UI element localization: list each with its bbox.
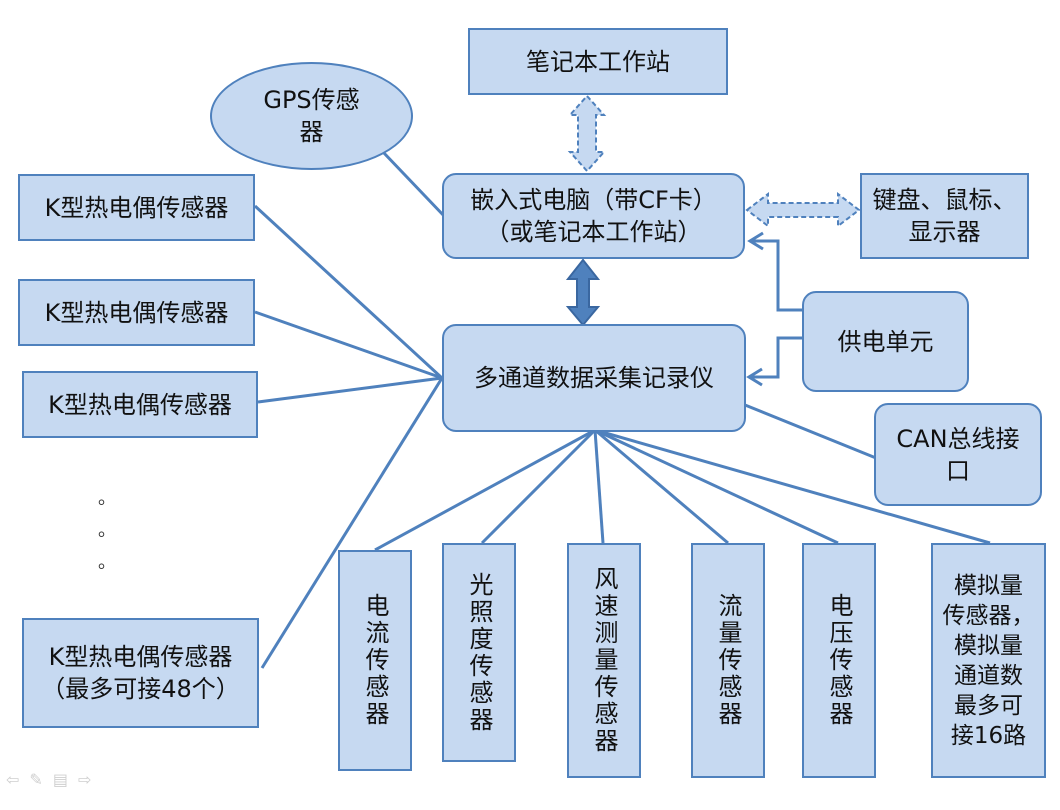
k-sensor-2-box: K型热电偶传感器 xyxy=(18,279,255,346)
workstation-box: 笔记本工作站 xyxy=(468,28,728,95)
can-bus-label: CAN总线接 口 xyxy=(896,424,1020,485)
analog-sensor-box: 模拟量 传感器， 模拟量 通道数 最多可 接16路 xyxy=(931,543,1046,778)
flow-sensor-label: 流量传感器 xyxy=(714,593,742,728)
k-sensor-1-label: K型热电偶传感器 xyxy=(44,193,229,222)
line-current xyxy=(374,428,596,552)
menu-icon[interactable]: ▤ xyxy=(52,770,68,789)
current-sensor-box: 电流传感器 xyxy=(338,550,412,771)
line-analog xyxy=(594,428,991,545)
line-light xyxy=(480,428,597,545)
embedded-computer-box: 嵌入式电脑（带CF卡） （或笔记本工作站） xyxy=(442,173,745,259)
line-can-logger xyxy=(744,403,877,460)
k-sensor-last-label: K型热电偶传感器 （最多可接48个） xyxy=(41,643,240,703)
light-sensor-box: 光照度传感器 xyxy=(442,543,516,762)
voltage-sensor-box: 电压传感器 xyxy=(802,543,876,778)
k-sensor-1-box: K型热电偶传感器 xyxy=(18,174,255,241)
line-klast-logger xyxy=(260,377,444,669)
line-k3-logger xyxy=(257,376,443,404)
embedded-computer-label: 嵌入式电脑（带CF卡） （或笔记本工作站） xyxy=(470,186,717,246)
gps-sensor-label: GPS传感 器 xyxy=(263,86,360,146)
next-arrow-icon[interactable]: ⇨ xyxy=(77,770,92,789)
gps-sensor-ellipse: GPS传感 器 xyxy=(210,62,413,170)
k-sensor-3-label: K型热电偶传感器 xyxy=(48,390,232,419)
flow-sensor-box: 流量传感器 xyxy=(691,543,765,778)
keyboard-mouse-display-label: 键盘、鼠标、 显示器 xyxy=(872,186,1017,246)
wind-sensor-box: 风速测量传感器 xyxy=(567,543,641,778)
analog-sensor-label: 模拟量 传感器， 模拟量 通道数 最多可 接16路 xyxy=(942,572,1035,749)
k-sensor-3-box: K型热电偶传感器 xyxy=(22,371,258,438)
ellipsis-dot-3: 。 xyxy=(98,552,116,573)
prev-arrow-icon[interactable]: ⇦ xyxy=(6,770,20,789)
data-logger-box: 多通道数据采集记录仪 xyxy=(442,324,746,432)
ellipsis-dot-2: 。 xyxy=(98,520,116,541)
voltage-sensor-label: 电压传感器 xyxy=(825,593,853,728)
line-k2-logger xyxy=(254,310,443,380)
slide-nav-bar: ⇦ ✎ ▤ ⇨ xyxy=(6,770,91,789)
line-voltage xyxy=(594,428,839,545)
power-unit-box: 供电单元 xyxy=(802,291,969,392)
arrow-workstation-embedded xyxy=(567,94,607,173)
line-gps-embedded xyxy=(381,150,448,220)
k-sensor-last-box: K型热电偶传感器 （最多可接48个） xyxy=(22,618,259,728)
keyboard-mouse-display-box: 键盘、鼠标、 显示器 xyxy=(860,173,1029,259)
line-power-embedded xyxy=(752,239,803,312)
arrow-embedded-keyboard xyxy=(745,191,861,229)
workstation-label: 笔记本工作站 xyxy=(526,47,670,76)
can-bus-box: CAN总线接 口 xyxy=(874,403,1042,506)
data-logger-label: 多通道数据采集记录仪 xyxy=(474,364,714,392)
arrow-embedded-logger xyxy=(565,258,601,327)
light-sensor-label: 光照度传感器 xyxy=(465,571,493,734)
current-sensor-label: 电流传感器 xyxy=(361,593,389,728)
power-unit-label: 供电单元 xyxy=(837,327,934,356)
line-k1-logger xyxy=(253,204,444,380)
pen-icon[interactable]: ✎ xyxy=(29,770,43,789)
k-sensor-2-label: K型热电偶传感器 xyxy=(44,298,229,327)
line-power-logger xyxy=(750,336,803,379)
line-flow xyxy=(594,428,729,545)
line-wind xyxy=(593,429,605,544)
ellipsis-dot-1: 。 xyxy=(98,488,116,509)
wind-sensor-label: 风速测量传感器 xyxy=(590,566,618,755)
